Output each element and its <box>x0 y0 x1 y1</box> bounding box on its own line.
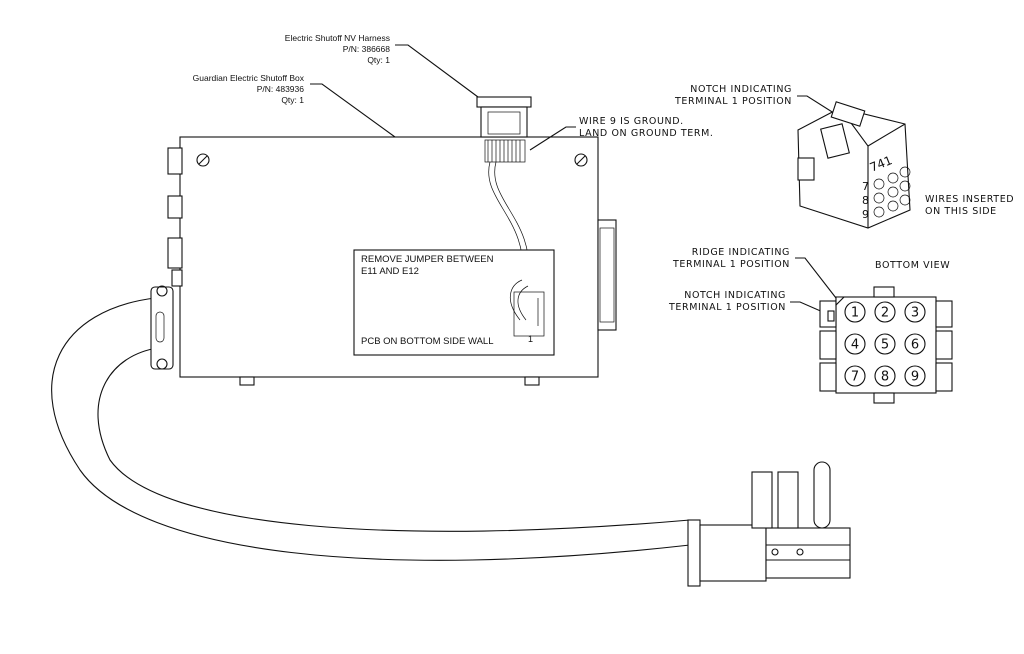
wire9-line-1: WIRE 9 IS GROUND. <box>579 116 684 127</box>
box-callout: Guardian Electric Shutoff Box P/N: 48393… <box>193 73 396 138</box>
ridge-line-2: TERMINAL 1 POSITION <box>672 259 790 270</box>
pin-4: 4 <box>844 333 866 355</box>
bottom-notch-line-1: NOTCH INDICATING <box>684 290 786 301</box>
iso-side-9: 9 <box>862 208 869 221</box>
pin-7: 7 <box>844 365 866 387</box>
pin-label: 5 <box>881 338 889 353</box>
pin-circle <box>844 365 866 387</box>
connector-isometric: NOTCH INDICATING TERMINAL 1 POSITION 741… <box>674 84 1014 229</box>
box-qty: Qty: 1 <box>281 95 304 105</box>
pcb-tick: 1 <box>528 334 533 344</box>
pin-3: 3 <box>904 301 926 323</box>
wall-plug <box>687 461 851 587</box>
iso-notch-line-1: NOTCH INDICATING <box>690 84 792 95</box>
pin-label: 6 <box>911 338 919 353</box>
box-name: Guardian Electric Shutoff Box <box>193 73 305 83</box>
harness-pn: P/N: 386668 <box>343 44 391 54</box>
pin-circle <box>904 333 926 355</box>
pin-circle <box>904 365 926 387</box>
pin-6: 6 <box>904 333 926 355</box>
pin-circle <box>874 365 896 387</box>
panel-line-3: PCB ON BOTTOM SIDE WALL <box>361 336 494 347</box>
iso-wires-line-2: ON THIS SIDE <box>925 206 997 217</box>
iso-side-7: 7 <box>862 180 869 193</box>
pin-circle <box>874 301 896 323</box>
pin-circle <box>904 301 926 323</box>
pin-label: 2 <box>881 306 889 321</box>
pin-label: 7 <box>851 370 859 385</box>
pin-label: 1 <box>851 306 859 321</box>
panel-line-2: E11 AND E12 <box>361 266 419 277</box>
iso-side-8: 8 <box>862 194 869 207</box>
iso-wires-line-1: WIRES INSERTED <box>925 194 1014 205</box>
harness-name: Electric Shutoff NV Harness <box>285 33 390 43</box>
label-panel: REMOVE JUMPER BETWEEN E11 AND E12 PCB ON… <box>353 249 555 356</box>
iso-notch-line-2: TERMINAL 1 POSITION <box>674 96 792 107</box>
pin-1: 1 <box>844 301 866 323</box>
power-cable <box>51 297 691 561</box>
harness-qty: Qty: 1 <box>367 55 390 65</box>
pin-2: 2 <box>874 301 896 323</box>
pin-8: 8 <box>874 365 896 387</box>
pin-grid: 1 2 3 4 5 6 7 8 9 <box>844 301 926 387</box>
wire9-line-2: LAND ON GROUND TERM. <box>579 128 714 139</box>
harness-callout: Electric Shutoff NV Harness P/N: 386668 … <box>285 33 479 98</box>
pin-label: 8 <box>881 370 889 385</box>
pin-circle <box>844 333 866 355</box>
box-pn: P/N: 483936 <box>257 84 305 94</box>
pin-5: 5 <box>874 333 896 355</box>
panel-line-1: REMOVE JUMPER BETWEEN <box>361 254 494 265</box>
pin-circle <box>874 333 896 355</box>
strain-relief-clamp <box>150 285 174 370</box>
ridge-line-1: RIDGE INDICATING <box>692 247 790 258</box>
pin-label: 4 <box>851 338 859 353</box>
pin-label: 3 <box>911 306 919 321</box>
pin-circle <box>844 301 866 323</box>
connector-bottom-view: BOTTOM VIEW RIDGE INDICATING TERMINAL 1 … <box>668 247 953 404</box>
pin-9: 9 <box>904 365 926 387</box>
bottom-notch-line-2: TERMINAL 1 POSITION <box>668 302 786 313</box>
wire9-callout: WIRE 9 IS GROUND. LAND ON GROUND TERM. <box>529 116 714 151</box>
pin-label: 9 <box>911 370 919 385</box>
bottom-view-title: BOTTOM VIEW <box>875 260 950 271</box>
harness-connector <box>476 96 532 163</box>
